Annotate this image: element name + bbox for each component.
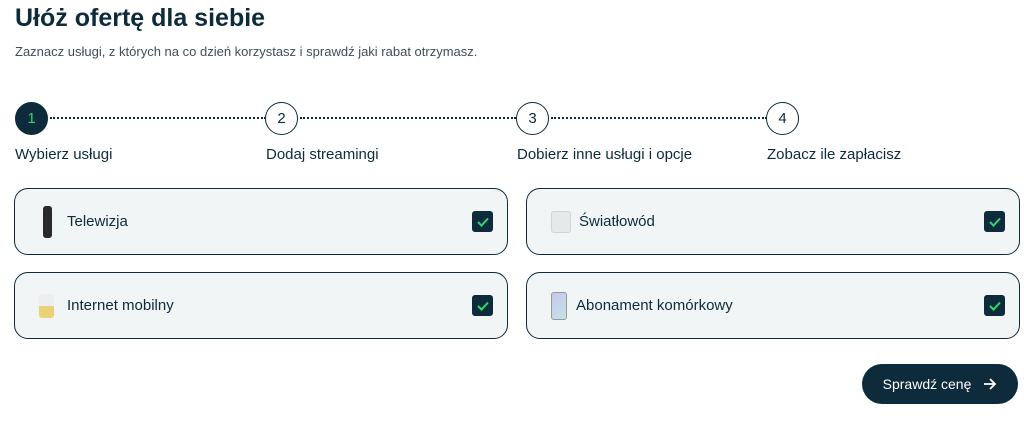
service-label: Telewizja: [67, 213, 128, 230]
service-label: Abonament komórkowy: [576, 297, 733, 314]
arrow-right-icon: [984, 378, 997, 390]
service-card-abonament[interactable]: Abonament komórkowy: [526, 272, 1020, 339]
checkbox-checked[interactable]: [472, 211, 493, 232]
checkbox-checked[interactable]: [984, 211, 1005, 232]
check-price-button[interactable]: Sprawdź cenę: [862, 364, 1018, 404]
step-4-circle: 4: [766, 102, 799, 135]
tv-remote-icon: [43, 205, 52, 238]
step-1-circle: 1: [15, 102, 48, 135]
page-subtitle: Zaznacz usługi, z których na co dzień ko…: [15, 44, 478, 59]
step-connector: [551, 117, 767, 119]
step-3-circle: 3: [516, 102, 549, 135]
step-connector: [300, 117, 516, 119]
step-2-label: Dodaj streamingi: [266, 146, 379, 163]
step-connector: [50, 117, 266, 119]
step-2-circle: 2: [265, 102, 298, 135]
step-3-label: Dobierz inne usługi i opcje: [517, 146, 693, 163]
smartphone-icon: [551, 291, 567, 320]
step-4-label: Zobacz ile zapłacisz: [767, 146, 902, 163]
checkbox-checked[interactable]: [472, 295, 493, 316]
service-card-swiatlowod[interactable]: Światłowód: [526, 188, 1020, 255]
service-label: Światłowód: [579, 213, 655, 230]
page-title: Ułóż ofertę dla siebie: [15, 4, 266, 32]
check-price-label: Sprawdź cenę: [882, 376, 972, 392]
checkbox-checked[interactable]: [984, 295, 1005, 316]
service-card-telewizja[interactable]: Telewizja: [14, 188, 508, 255]
step-1-label: Wybierz usługi: [15, 146, 113, 163]
service-card-internet-mobilny[interactable]: Internet mobilny: [14, 272, 508, 339]
sim-card-icon: [39, 293, 54, 318]
service-label: Internet mobilny: [67, 297, 174, 314]
router-icon: [551, 210, 571, 233]
